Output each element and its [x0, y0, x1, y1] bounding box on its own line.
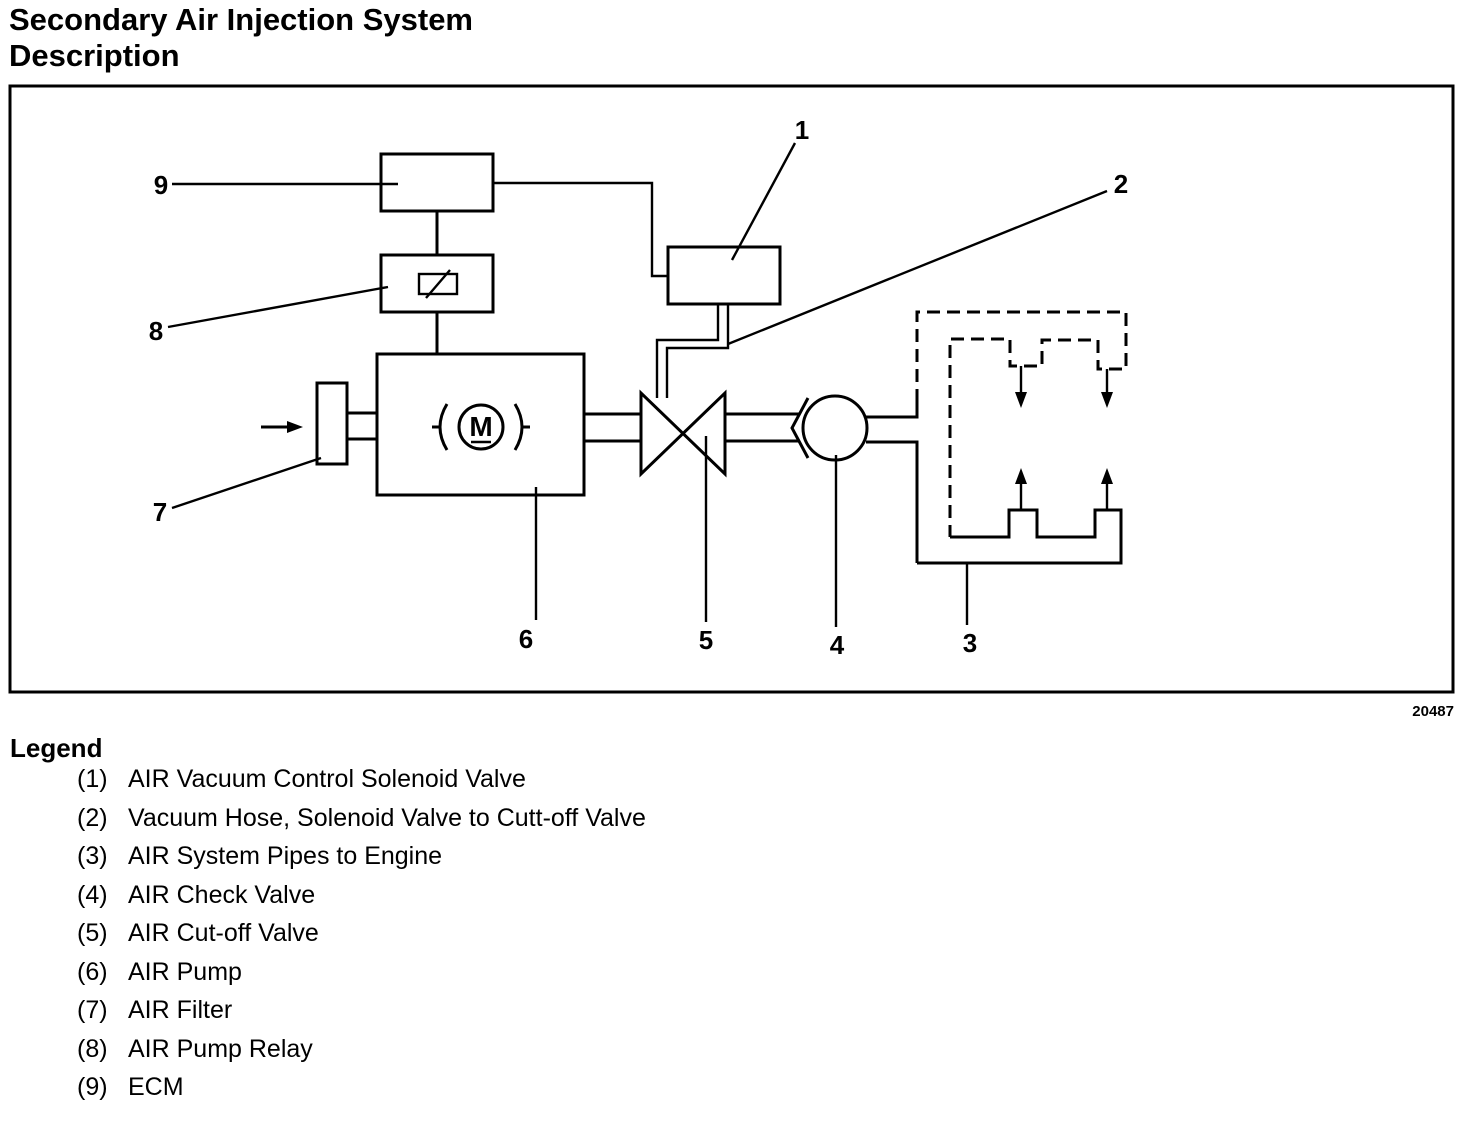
ecm-box: [379, 152, 495, 213]
figure-number: 20487: [1412, 703, 1454, 720]
legend-number: (9): [77, 1073, 108, 1101]
legend-number: (8): [77, 1034, 108, 1063]
legend-number: (5): [77, 919, 108, 947]
legend-item-7: (7) AIR Filter: [77, 995, 697, 1025]
ecm-solenoid-wire: [493, 181, 668, 278]
legend-list: (1) AIR Vacuum Control Solenoid Valve (2)…: [77, 764, 697, 1111]
legend-text: ECM: [128, 1073, 184, 1101]
callout-2: 2: [1114, 169, 1128, 199]
legend-item-4: (4) AIR Check Valve: [77, 880, 697, 910]
title-line-2: Description: [9, 38, 180, 73]
legend-number: (7): [77, 996, 108, 1024]
legend-item-6: (6) AIR Pump: [77, 957, 697, 987]
legend-text: AIR Check Valve: [128, 880, 316, 909]
dashed-outer-loop: [915, 310, 1128, 537]
legend-number: (6): [77, 957, 108, 986]
callout-5: 5: [699, 625, 713, 655]
check-dashed-pipe: [866, 402, 919, 419]
callout-8: 8: [149, 316, 163, 346]
leader-8: [167, 285, 389, 329]
down-arrow-icon-1: [1015, 366, 1027, 408]
air-pump-box: [375, 352, 586, 497]
vacuum-hose-outer: [655, 304, 720, 398]
legend-text: Vacuum Hose, Solenoid Valve to Cutt-off …: [128, 803, 646, 832]
air-injection-diagram: M: [8, 84, 1455, 720]
legend-item-3: (3) AIR System Pipes to Engine: [77, 841, 697, 871]
up-arrow-icon-2: [1101, 468, 1113, 510]
leader-2: [727, 189, 1108, 346]
legend-item-2: (2) Vacuum Hose, Solenoid Valve to Cutt-o…: [77, 803, 697, 833]
inlet-arrow-icon: [261, 421, 303, 433]
check-valve-symbol: [790, 394, 869, 462]
motor-icon: M: [432, 403, 530, 451]
page-title: Secondary Air Injection System Descripti…: [9, 2, 473, 74]
legend-number: (2): [77, 803, 108, 832]
legend-text: AIR Filter: [128, 996, 233, 1024]
legend-item-8: (8) AIR Pump Relay: [77, 1034, 697, 1064]
callout-3: 3: [963, 628, 977, 658]
legend-text: AIR Vacuum Control Solenoid Valve: [128, 765, 526, 793]
callout-9: 9: [154, 170, 168, 200]
engine-pipe-inner: [917, 508, 1123, 565]
air-filter-box: [315, 381, 349, 466]
legend-number: (3): [77, 842, 108, 870]
check-solid-pipe: [866, 440, 919, 563]
callout-1: 1: [795, 115, 809, 145]
legend-item-9: (9) ECM: [77, 1072, 697, 1102]
callout-4: 4: [830, 630, 845, 660]
up-arrow-icon-1: [1015, 468, 1027, 510]
motor-letter: M: [469, 411, 492, 442]
legend-item-5: (5) AIR Cut-off Valve: [77, 918, 697, 948]
legend-text: AIR Pump: [128, 957, 242, 986]
legend-title: Legend: [10, 733, 103, 763]
vacuum-hose-inner: [665, 304, 730, 398]
legend-number: (1): [77, 765, 108, 793]
leader-1: [730, 142, 797, 261]
leader-7: [171, 456, 322, 510]
callout-6: 6: [519, 624, 533, 654]
diagram-frame: [8, 84, 1455, 694]
cutoff-valve-symbol: [639, 389, 727, 478]
legend-number: (4): [77, 880, 108, 909]
legend-item-1: (1) AIR Vacuum Control Solenoid Valve: [77, 764, 697, 794]
title-line-1: Secondary Air Injection System: [9, 2, 474, 37]
solenoid-valve-box: [666, 245, 782, 306]
legend-text: AIR Pump Relay: [128, 1034, 313, 1063]
legend-text: AIR Cut-off Valve: [128, 919, 319, 947]
down-arrow-icon-2: [1101, 369, 1113, 408]
callout-7: 7: [153, 497, 167, 527]
legend-text: AIR System Pipes to Engine: [128, 842, 443, 870]
relay-coil-icon: [417, 269, 459, 299]
